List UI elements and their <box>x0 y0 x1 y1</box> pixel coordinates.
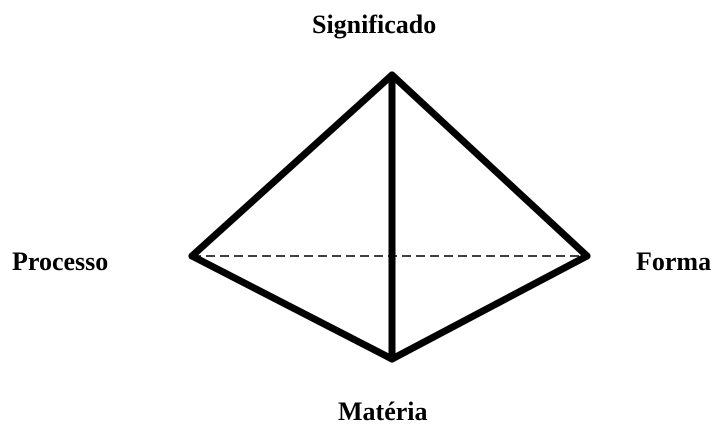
label-forma: Forma <box>636 247 712 276</box>
edge-significado-forma <box>388 71 591 260</box>
label-materia: Matéria <box>338 397 428 426</box>
edge-processo-materia <box>188 252 396 363</box>
edge-significado-processo <box>188 71 396 260</box>
label-significado: Significado <box>312 10 437 39</box>
label-processo: Processo <box>12 247 109 276</box>
edge-forma-materia <box>388 252 591 363</box>
